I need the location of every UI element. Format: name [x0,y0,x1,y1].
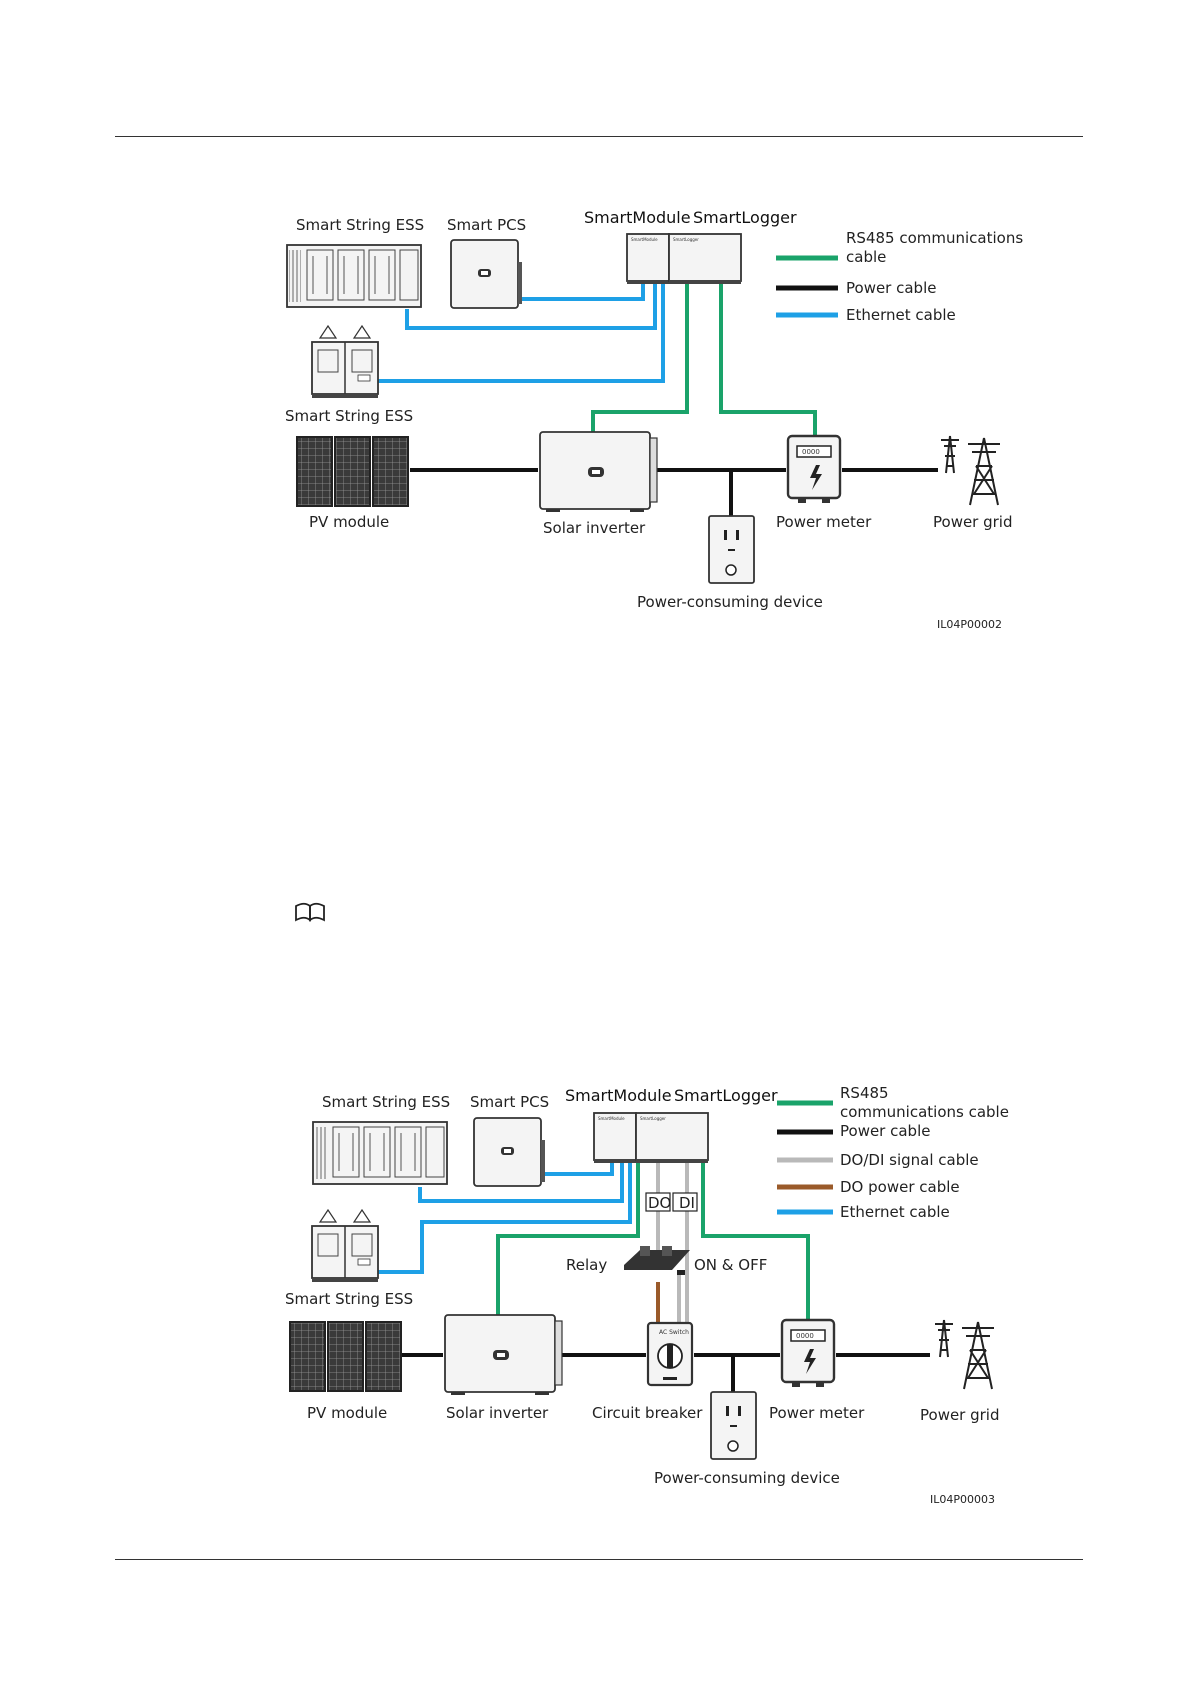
label-do: DO [648,1194,671,1212]
solar-inverter-bottom [444,1314,563,1395]
label-pcs: Smart PCS [447,216,526,234]
label-breaker: Circuit breaker [592,1404,703,1422]
smartmodule-device-bottom: SmartModule [593,1112,637,1163]
circuit-breaker-device: AC Switch [646,1321,694,1387]
smartmodule-device-top: SmartModule [626,233,670,284]
label-consumer: Power-consuming device [654,1469,840,1487]
do-di-ports: DO DI [645,1192,698,1212]
label-pcs: Smart PCS [470,1093,549,1111]
label-smartmodule: SmartModule [565,1086,672,1105]
cables-top [377,280,938,516]
label-inverter: Solar inverter [543,519,646,537]
figure-top: SmartModule SmartLogger [285,208,1023,631]
smartlogger-device-top: SmartLogger [668,233,742,284]
label-relay: Relay [566,1256,607,1274]
legend-bottom: RS485 communications cable Power cable D… [777,1084,1009,1221]
ess-container-top [286,244,422,308]
label-consumer: Power-consuming device [637,593,823,611]
relay-device [624,1246,690,1275]
legend-rs485-line1: RS485 [840,1084,889,1102]
outlet-device-top [708,515,755,584]
label-grid: Power grid [933,513,1013,531]
label-grid: Power grid [920,1406,1000,1424]
svg-text:SmartLogger: SmartLogger [640,1116,666,1121]
ethernet-pcs-smartmodule [545,1160,614,1176]
cables-bottom [378,1160,930,1392]
pcs-device-top [450,239,522,309]
label-pv: PV module [307,1404,387,1422]
ethernet-ess-top-smartmodule [418,1160,624,1203]
label-meter: Power meter [776,513,872,531]
legend-rs485-line2: communications cable [840,1103,1009,1121]
power-grid-icon-top [941,435,1000,506]
label-smartmodule: SmartModule [584,208,691,227]
legend-ethernet: Ethernet cable [840,1203,950,1221]
figure-code: IL04P00002 [937,618,1002,631]
footer-rule [115,1559,1083,1560]
label-smartlogger: SmartLogger [693,208,797,227]
legend-rs485-line1: RS485 communications [846,229,1023,247]
pv-modules-top [296,436,409,507]
svg-text:SmartLogger: SmartLogger [673,237,699,242]
outlet-device-bottom [710,1391,757,1460]
pcs-device-bottom [473,1117,545,1187]
legend-power: Power cable [840,1122,930,1140]
label-onoff: ON & OFF [694,1256,767,1274]
legend-rs485-line2: cable [846,248,886,266]
label-smartlogger: SmartLogger [674,1086,778,1105]
label-meter: Power meter [769,1404,865,1422]
label-ess-bottom: Smart String ESS [285,407,413,425]
power-meter-device-bottom: 0000 [780,1318,836,1387]
smartlogger-device-bottom: SmartLogger [635,1112,709,1163]
svg-text:SmartModule: SmartModule [631,237,658,242]
svg-text:0000: 0000 [802,448,820,456]
ess-cabinet-bottom [311,324,379,398]
header-rule [115,136,1083,137]
svg-text:0000: 0000 [796,1332,814,1340]
label-inverter: Solar inverter [446,1404,549,1422]
label-pv: PV module [309,513,389,531]
legend-ethernet: Ethernet cable [846,306,956,324]
ethernet-pcs-smartmodule [520,280,645,301]
ethernet-ess-bottom-smartmodule [378,1160,632,1274]
label-ess-top: Smart String ESS [322,1093,450,1111]
label-ac-switch: AC Switch [659,1329,689,1336]
figure-bottom: SmartModule SmartLogger DO DI [285,1084,1009,1506]
ess-container-bottom-fig [312,1121,448,1185]
legend-top: RS485 communications cable Power cable E… [776,229,1023,324]
ethernet-ess-top-smartmodule [405,280,657,330]
ess-cabinet-bottom-fig [311,1208,379,1282]
svg-text:SmartModule: SmartModule [598,1116,625,1121]
pv-modules-bottom [289,1321,402,1392]
rs485-smartlogger-inverter [496,1160,640,1315]
legend-power: Power cable [846,279,936,297]
legend-dodi: DO/DI signal cable [840,1151,979,1169]
label-di: DI [679,1194,695,1212]
power-meter-device-top: 0000 [786,434,842,503]
label-ess-bottom: Smart String ESS [285,1290,413,1308]
rs485-smartlogger-meter [719,280,817,436]
label-ess-top: Smart String ESS [296,216,424,234]
rs485-smartlogger-inverter [591,280,689,432]
ethernet-ess-bottom-smartmodule [377,280,665,383]
power-grid-icon-bottom [935,1319,994,1390]
rs485-smartlogger-meter [701,1160,810,1320]
figure-code: IL04P00003 [930,1493,995,1506]
legend-dopower: DO power cable [840,1178,960,1196]
book-icon [295,902,325,922]
solar-inverter-top [539,431,658,512]
